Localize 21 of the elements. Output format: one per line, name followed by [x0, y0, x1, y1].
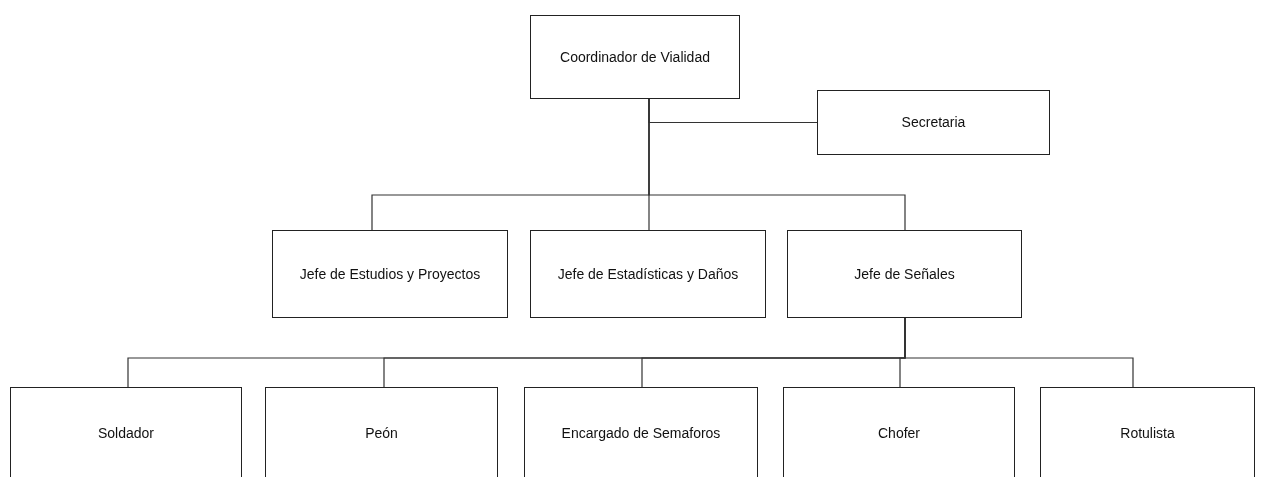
role-title: Jefe de Señales — [853, 264, 956, 284]
connector-line — [648, 98, 906, 231]
role-title: Soldador — [96, 424, 155, 443]
org-box — [265, 387, 498, 477]
org-box — [817, 90, 1050, 155]
org-box — [787, 230, 1022, 318]
org-box — [1040, 387, 1255, 477]
org-box — [530, 15, 740, 99]
role-title: Jefe de Estudios y Proyectos — [298, 264, 482, 284]
org-box — [524, 387, 758, 477]
org-box — [10, 387, 242, 477]
role-title: Coordinador de Vialidad — [559, 47, 711, 67]
org-box — [272, 230, 508, 318]
role-title: Secretaria — [900, 113, 967, 132]
role-title: Rotulista — [1119, 424, 1176, 443]
role-title: Peón — [364, 424, 399, 443]
org-box — [530, 230, 766, 318]
org-box — [783, 387, 1015, 477]
role-title: Encargado de Semaforos — [560, 424, 722, 443]
role-title: Jefe de Estadísticas y Daños — [556, 264, 740, 284]
role-title: Chofer — [877, 424, 921, 443]
